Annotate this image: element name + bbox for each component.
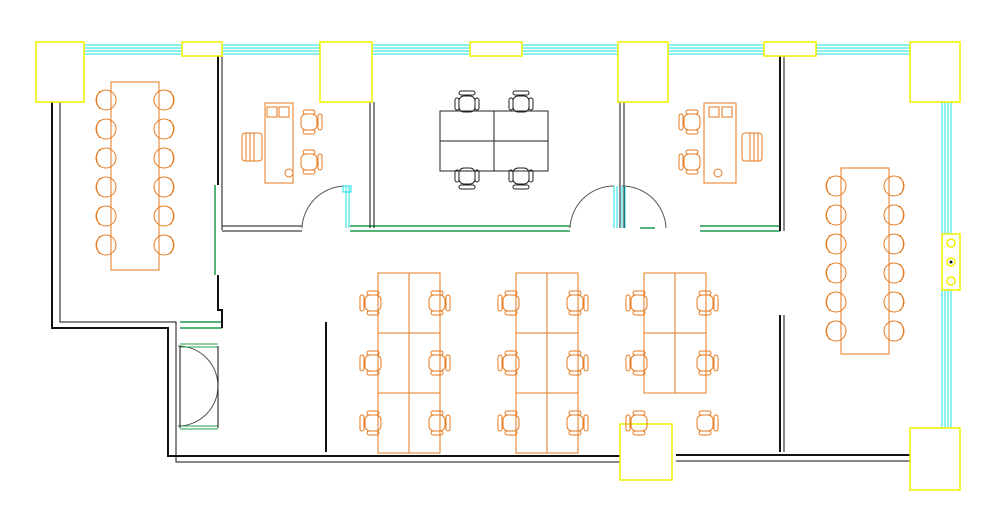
task-chair bbox=[566, 350, 589, 376]
guest-chairs-west bbox=[300, 109, 323, 175]
task-chair bbox=[508, 167, 534, 190]
task-chair bbox=[359, 290, 382, 316]
task-chair bbox=[678, 149, 701, 175]
conference-chair bbox=[95, 176, 117, 198]
guest-chairs-east bbox=[678, 109, 701, 175]
conference-chair bbox=[153, 147, 175, 169]
task-chair bbox=[454, 167, 480, 190]
executive-chair-west bbox=[241, 132, 263, 162]
task-chair bbox=[625, 290, 648, 316]
meeting-chairs-center bbox=[454, 90, 534, 190]
conference-chairs-east bbox=[825, 175, 905, 342]
meeting-table-center bbox=[439, 110, 549, 172]
conference-chair bbox=[825, 233, 847, 255]
task-chair bbox=[696, 290, 719, 316]
private-office-east-furniture bbox=[703, 102, 763, 184]
task-chair bbox=[497, 350, 520, 376]
conference-chair bbox=[883, 175, 905, 197]
door-office-west bbox=[301, 185, 352, 229]
conference-chair bbox=[95, 234, 117, 256]
task-chair bbox=[625, 350, 648, 376]
workstation-cluster-1 bbox=[377, 272, 441, 454]
task-chair bbox=[566, 410, 589, 436]
task-chair bbox=[678, 109, 701, 135]
task-chair bbox=[359, 410, 382, 436]
task-chair bbox=[497, 290, 520, 316]
conference-chair bbox=[883, 291, 905, 313]
task-chair bbox=[696, 350, 719, 376]
interior-partitions bbox=[180, 56, 785, 329]
task-chair bbox=[428, 410, 451, 436]
conference-table-east bbox=[840, 167, 890, 355]
conference-chair bbox=[153, 205, 175, 227]
task-chair bbox=[428, 290, 451, 316]
conference-chair bbox=[95, 147, 117, 169]
office-desk-west bbox=[264, 102, 294, 184]
conference-chair bbox=[95, 89, 117, 111]
task-chair bbox=[508, 90, 534, 113]
task-chair bbox=[454, 90, 480, 113]
structural-columns bbox=[35, 41, 961, 491]
executive-chair-east bbox=[741, 132, 763, 162]
task-chair bbox=[300, 109, 323, 135]
conference-chair bbox=[153, 89, 175, 111]
desk-lamp-icon bbox=[284, 168, 294, 178]
conference-chair bbox=[153, 118, 175, 140]
conference-chair bbox=[825, 204, 847, 226]
task-chair bbox=[300, 149, 323, 175]
conference-chair bbox=[883, 204, 905, 226]
task-chair bbox=[566, 290, 589, 316]
conference-chair bbox=[825, 291, 847, 313]
exterior-walls bbox=[51, 102, 910, 463]
door-meeting-double bbox=[569, 185, 667, 229]
task-chair bbox=[625, 410, 648, 436]
door-entrance-double bbox=[177, 343, 219, 430]
workstation-cluster-3 bbox=[643, 272, 707, 394]
conference-chair bbox=[153, 176, 175, 198]
conference-chairs-west bbox=[95, 89, 175, 256]
conference-chair bbox=[153, 234, 175, 256]
workstation-chairs bbox=[359, 290, 719, 436]
task-chair bbox=[497, 410, 520, 436]
task-chair bbox=[428, 350, 451, 376]
office-desk-east bbox=[703, 102, 737, 184]
desk-lamp-icon bbox=[713, 168, 723, 178]
task-chair bbox=[696, 410, 719, 436]
conference-chair bbox=[95, 205, 117, 227]
task-chair bbox=[359, 350, 382, 376]
conference-chair bbox=[825, 262, 847, 284]
conference-chair bbox=[825, 175, 847, 197]
conference-chair bbox=[883, 320, 905, 342]
workstation-cluster-2 bbox=[515, 272, 579, 454]
conference-chair bbox=[883, 262, 905, 284]
private-office-west-furniture bbox=[241, 102, 294, 184]
conference-chair bbox=[95, 118, 117, 140]
conference-chair bbox=[883, 233, 905, 255]
conference-table-west bbox=[110, 81, 160, 271]
conference-chair bbox=[825, 320, 847, 342]
